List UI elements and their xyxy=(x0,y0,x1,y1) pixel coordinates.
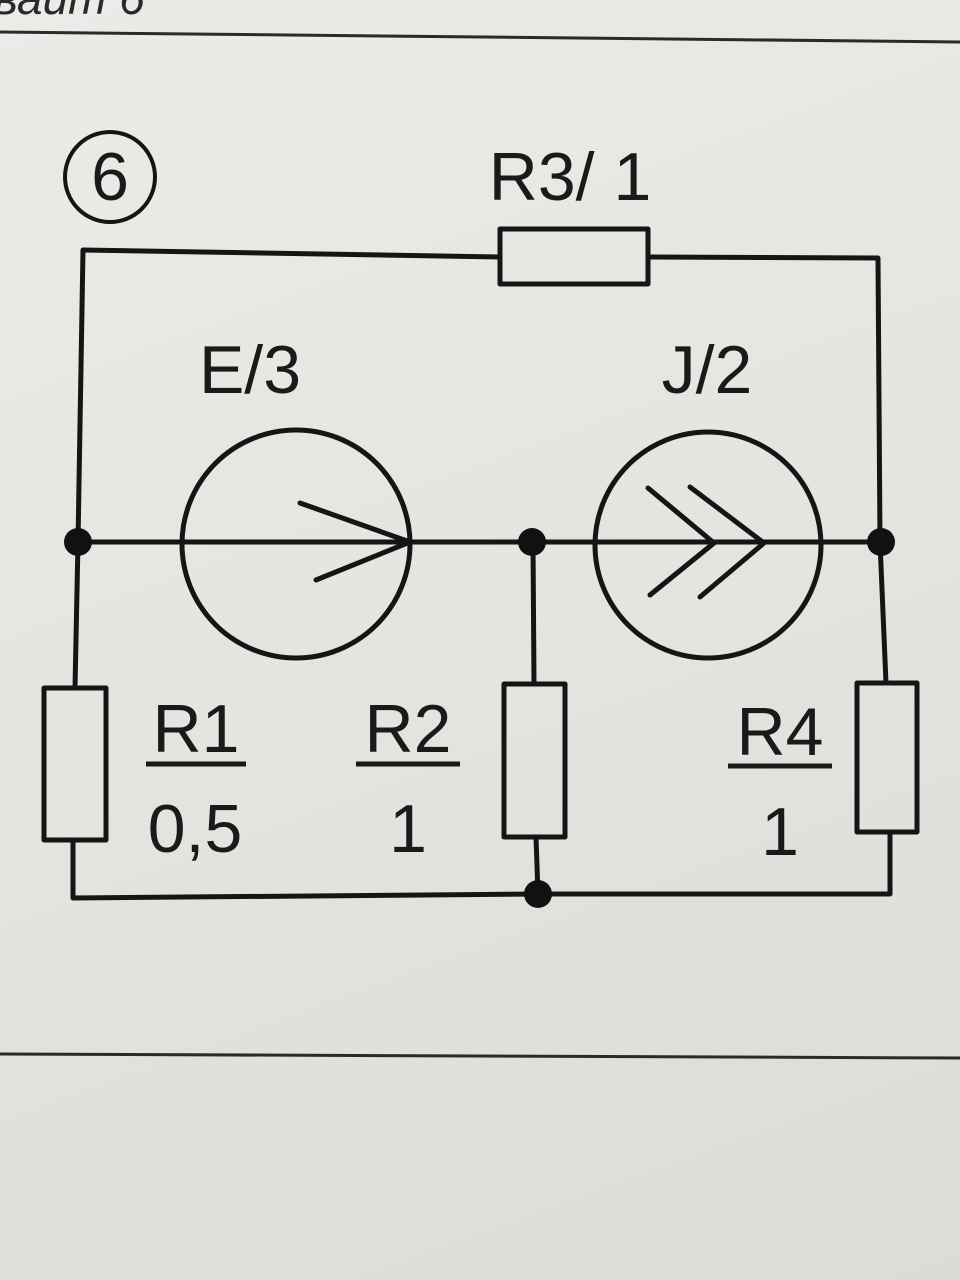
junction-node-center xyxy=(518,528,546,556)
wire-r4-top xyxy=(877,539,889,686)
wire-left-down xyxy=(72,539,81,691)
resistor-r1 xyxy=(41,685,109,843)
j-label: J/2 xyxy=(662,332,753,408)
r1-name: R1 xyxy=(153,691,240,767)
resistor-r2 xyxy=(501,681,568,840)
r3-label: R3/ 1 xyxy=(489,139,652,215)
top-rule xyxy=(0,30,960,44)
resistor-r4 xyxy=(854,680,920,835)
wire-r2-top xyxy=(530,539,537,687)
bottom-rule xyxy=(0,1052,960,1060)
r2-value: 1 xyxy=(389,791,427,867)
wire-top-right xyxy=(645,254,883,545)
problem-number-badge: 6 xyxy=(63,130,157,224)
problem-number: 6 xyxy=(91,139,129,215)
e-label: E/3 xyxy=(199,332,301,408)
current-source-j xyxy=(592,429,825,661)
r1-value: 0,5 xyxy=(148,791,243,867)
wire-bottom-left xyxy=(70,837,541,901)
problem-number-circle xyxy=(63,130,157,224)
r2-name: R2 xyxy=(365,691,452,767)
current-arrow-icon-1 xyxy=(645,485,717,598)
header-partial-text: ваит 6 xyxy=(0,0,145,24)
resistor-r3 xyxy=(497,226,651,287)
r4-name: R4 xyxy=(737,694,824,770)
wire-top-left xyxy=(75,247,503,545)
junction-node-bottom xyxy=(524,880,552,908)
current-arrow-icon-2 xyxy=(687,484,767,600)
voltage-source-e xyxy=(179,427,413,661)
wire-bottom-right xyxy=(535,829,893,897)
junction-node-right xyxy=(867,528,895,556)
current-source-circle xyxy=(592,429,824,661)
voltage-arrow-icon xyxy=(297,500,413,583)
junction-node-left xyxy=(64,528,92,556)
r4-value: 1 xyxy=(761,794,799,870)
